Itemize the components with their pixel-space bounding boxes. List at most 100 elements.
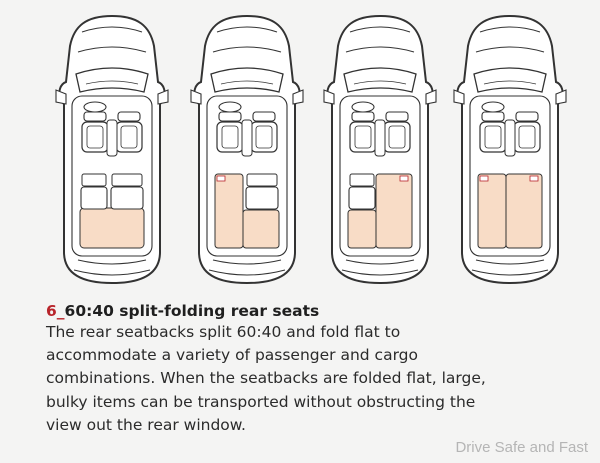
headrest (218, 111, 242, 122)
seat-cushion (484, 125, 502, 149)
seat-cushion (86, 125, 104, 149)
rear-headrest (246, 173, 278, 187)
rear-window (345, 259, 415, 265)
headrest (351, 111, 375, 122)
trunk-line (341, 269, 419, 276)
headrest (515, 111, 539, 122)
front-seat-left (349, 111, 377, 153)
rear-seat-right (110, 173, 144, 210)
hood-line (479, 26, 541, 33)
section-separator: _ (56, 302, 65, 320)
car-config-both-seats-up (52, 12, 172, 287)
folded-headrest (479, 175, 489, 182)
cargo-area-right (375, 173, 413, 249)
front-seat-right (383, 111, 411, 153)
rear-seat-back (110, 186, 144, 210)
front-seat-right (250, 111, 278, 153)
headrest (252, 111, 276, 122)
front-seat-left (81, 111, 109, 153)
headrest (117, 111, 141, 122)
rear-window (212, 259, 282, 265)
cabin-outline (206, 95, 288, 257)
cargo-area-left (347, 209, 377, 249)
center-console (241, 119, 253, 157)
hood-line (475, 46, 545, 53)
trunk-line (471, 269, 549, 276)
car-config-left-seat-folded (187, 12, 307, 287)
seat-back (383, 121, 411, 153)
seat-back (479, 121, 507, 153)
seat-cushion (120, 125, 138, 149)
mirror-left (190, 89, 202, 105)
cargo-area-left (214, 173, 244, 249)
folded-headrest (529, 175, 539, 182)
car-body (453, 14, 567, 285)
mirror-left (55, 89, 67, 105)
cargo-area (79, 207, 145, 249)
seat-configuration-diagrams (52, 12, 567, 287)
seat-cushion (518, 125, 536, 149)
front-seat-left (479, 111, 507, 153)
folded-headrest (399, 175, 409, 182)
windshield (75, 67, 149, 93)
trunk-line (208, 269, 286, 276)
seat-back (513, 121, 541, 153)
dashboard-line (220, 80, 274, 85)
hood-line (345, 46, 415, 53)
description-line: combinations. When the seatbacks are fol… (46, 369, 486, 388)
headrest (481, 111, 505, 122)
folded-headrest (216, 175, 226, 182)
rear-headrest (111, 173, 143, 187)
seat-cushion (388, 125, 406, 149)
mirror-left (323, 89, 335, 105)
dashboard-line (483, 80, 537, 85)
car-body (55, 14, 169, 285)
rear-window (475, 259, 545, 265)
cabin-outline (339, 95, 421, 257)
section-title: 60:40 split-folding rear seats (64, 302, 320, 320)
mirror-right (555, 89, 567, 105)
description-line: The rear seatbacks split 60:40 and fold … (46, 323, 401, 341)
rear-seat-right (245, 173, 279, 210)
seat-back (216, 121, 244, 153)
headrest (83, 111, 107, 122)
hood-line (81, 26, 143, 33)
mirror-left (453, 89, 465, 105)
seat-back (115, 121, 143, 153)
front-seat-right (513, 111, 541, 153)
seat-back (81, 121, 109, 153)
mirror-right (425, 89, 437, 105)
rear-seat-back (348, 186, 376, 210)
rear-seat-left (80, 173, 108, 210)
trunk-line (73, 269, 151, 276)
rear-seat-back (245, 186, 279, 210)
hood-line (212, 46, 282, 53)
cabin-outline (71, 95, 153, 257)
center-console (504, 119, 516, 157)
description-line: view out the rear window. (46, 415, 246, 434)
cabin-outline (469, 95, 551, 257)
rear-headrest (81, 173, 107, 187)
seat-back (250, 121, 278, 153)
car-body (190, 14, 304, 285)
cargo-area-right (505, 173, 543, 249)
description-line: accommodate a variety of passenger and c… (46, 346, 418, 365)
car-outline-drawing (323, 14, 437, 285)
rear-window (77, 259, 147, 265)
center-console (106, 119, 118, 157)
car-config-right-seat-folded (320, 12, 440, 287)
rear-seat-back (80, 186, 108, 210)
description-line: bulky items can be transported without o… (46, 392, 476, 411)
mirror-right (292, 89, 304, 105)
car-outline-drawing (190, 14, 304, 285)
dashboard-line (85, 80, 139, 85)
car-outline-drawing (55, 14, 169, 285)
car-body (323, 14, 437, 285)
section-number: 6 (46, 302, 57, 320)
seat-cushion (221, 125, 239, 149)
windshield (210, 67, 284, 93)
seat-back (349, 121, 377, 153)
dashboard-line (353, 80, 407, 85)
cargo-area-left (477, 173, 507, 249)
center-console (374, 119, 386, 157)
